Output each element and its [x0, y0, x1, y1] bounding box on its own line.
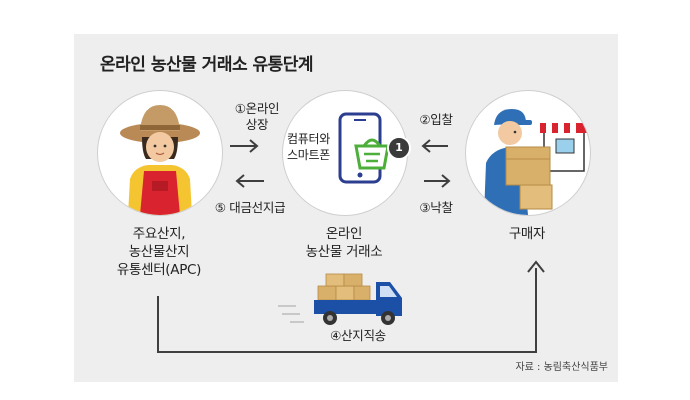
step4-label: ④산지직송	[330, 328, 386, 343]
badge-count: 1	[395, 141, 403, 154]
source-note: 자료 : 농림축산식품부	[515, 362, 608, 373]
farmer-illustration	[120, 105, 200, 215]
truck-icon	[278, 273, 402, 325]
step1-label-line2: 상장	[245, 117, 269, 132]
exchange-label-line2: 농산물 거래소	[305, 244, 383, 260]
device-label-line2: 스마트폰	[287, 148, 330, 162]
arrow-step4	[157, 260, 545, 353]
step1-label: ①온라인 상장	[222, 101, 292, 133]
exchange-label-line1: 온라인	[325, 226, 363, 242]
device-label: 컴퓨터와 스마트폰	[287, 131, 339, 163]
step3-label: ③낙찰	[419, 200, 453, 215]
smartphone-basket-icon	[338, 112, 390, 184]
arrow-step5	[235, 174, 264, 188]
step1-label-line1: ①온라인	[234, 101, 280, 116]
exchange-label: 온라인 농산물 거래소	[280, 225, 408, 261]
step5-label: ⑤ 대금선지급	[214, 200, 286, 215]
buyer-label: 구매자	[465, 226, 589, 243]
arrow-step1	[230, 139, 259, 153]
producer-label-line3: 유통센터(APC)	[116, 262, 202, 278]
notification-badge: 1	[387, 136, 411, 160]
buyer-illustration	[484, 109, 588, 215]
producer-label-line1: 주요산지,	[132, 226, 186, 242]
producer-label-line2: 농산물산지	[128, 244, 190, 260]
diagram-title: 온라인 농산물 거래소 유통단계	[100, 55, 314, 75]
producer-label: 주요산지, 농산물산지 유통센터(APC)	[96, 225, 222, 279]
step2-label: ②입찰	[419, 112, 453, 127]
arrow-step2	[421, 139, 448, 153]
producer-node	[97, 90, 223, 216]
buyer-node	[465, 90, 591, 216]
device-label-line1: 컴퓨터와	[287, 132, 330, 146]
buyer-label-line1: 구매자	[508, 226, 546, 242]
arrow-step3	[424, 174, 451, 188]
